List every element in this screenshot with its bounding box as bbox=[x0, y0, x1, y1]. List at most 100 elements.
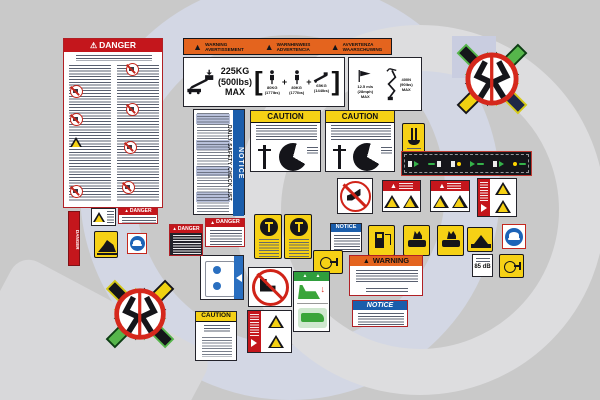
occ2-kg: 80KG bbox=[291, 84, 302, 90]
control-glyph-cell bbox=[509, 153, 530, 174]
pointer-icon bbox=[251, 339, 257, 347]
hazard-header: ▲ bbox=[431, 181, 469, 191]
warning-strip-line2: ADVERTENCIA bbox=[276, 46, 310, 52]
small-warning-decal: ▲ WARNING bbox=[349, 255, 423, 296]
occ1-lbs: (177lbs) bbox=[264, 89, 280, 95]
anchor-point-icon bbox=[213, 282, 221, 290]
crush-zigzag-icon bbox=[489, 60, 511, 99]
lanyard-anchor-decal bbox=[499, 254, 524, 278]
notice-decal: NOTICE bbox=[352, 300, 408, 327]
small-notice-decal: NOTICE bbox=[330, 223, 362, 252]
danger-text-column-right bbox=[117, 65, 159, 201]
pinch-hook-icon bbox=[408, 140, 420, 145]
wind-flag-icon bbox=[358, 70, 371, 82]
blue-side-band bbox=[234, 256, 243, 299]
post-arm bbox=[333, 149, 346, 151]
notice-text-lines bbox=[358, 313, 404, 325]
post-icon bbox=[263, 145, 266, 169]
vertical-danger-decal: DANGER bbox=[68, 211, 80, 266]
occupant-1: 80KG (177lbs) bbox=[264, 69, 280, 95]
triangle-icon: ▲ bbox=[315, 273, 321, 279]
prohibition-icon bbox=[124, 141, 137, 154]
boom-lift-icon bbox=[187, 69, 214, 95]
prohibition-icon bbox=[339, 180, 371, 212]
prohibition-icon bbox=[70, 185, 83, 198]
note-text-lines bbox=[107, 211, 114, 223]
anchor-ring-icon bbox=[320, 257, 332, 269]
control-glyph-cell bbox=[424, 153, 445, 174]
notice-header: NOTICE bbox=[331, 224, 361, 232]
occ2-lbs: (177lbs) bbox=[289, 89, 305, 95]
warning-title: WARNING bbox=[372, 256, 410, 266]
danger-title: DANGER bbox=[129, 208, 152, 214]
checklist-title: DAILY SAFETY CHECK LIST bbox=[226, 124, 232, 202]
prohibition-icon bbox=[70, 85, 83, 98]
caution-swing-decal: CAUTION bbox=[250, 110, 321, 172]
crush-warning-arrows-decal bbox=[456, 43, 528, 115]
tools-icon bbox=[314, 72, 329, 83]
anchor-bar-icon bbox=[514, 265, 521, 267]
anchor-point-icon bbox=[213, 266, 221, 274]
caution-note-lines bbox=[381, 147, 392, 155]
tip-over-icon bbox=[98, 240, 116, 252]
tie-down-glyph-rows bbox=[259, 239, 279, 257]
prohibition-icon bbox=[70, 113, 83, 126]
notice-text-lines bbox=[334, 235, 360, 250]
small-danger-decal: ▲ DANGER bbox=[118, 207, 158, 224]
capacity-load: 225KG bbox=[220, 66, 250, 77]
danger-title: DANGER bbox=[216, 219, 240, 226]
tip-over-decal bbox=[94, 231, 118, 258]
notice-header: NOTICE bbox=[353, 301, 407, 310]
warning-strip-panel: ▲ WARNING AVERTISSEMENT bbox=[184, 39, 253, 54]
occupant-2: 80KG (177lbs) bbox=[289, 69, 305, 95]
force-n: 400N bbox=[401, 76, 412, 82]
danger-text-lines bbox=[210, 230, 242, 245]
tools-kg: 65KG bbox=[316, 83, 327, 88]
capacity-max: MAX bbox=[225, 87, 245, 98]
warning-strip-line1: WARNING bbox=[205, 41, 228, 47]
noise-level-decal: 85 dB bbox=[472, 254, 493, 277]
fuel-pump-icon bbox=[375, 232, 384, 248]
triangle-note-decal bbox=[91, 208, 116, 226]
caution-note-lines bbox=[307, 147, 318, 155]
crush-warning-arrows-decal bbox=[105, 279, 175, 349]
small-danger-decal: ▲ DANGER bbox=[205, 218, 245, 247]
danger-header: ⚠ DANGER bbox=[64, 39, 162, 52]
crush-zigzag-icon bbox=[473, 60, 495, 99]
occ1-kg: 80KG bbox=[267, 84, 278, 90]
hazard-header: ▲ bbox=[383, 181, 420, 191]
warning-triangle-icon: ▲ bbox=[362, 257, 370, 265]
hand-icon bbox=[413, 231, 422, 239]
tie-down-decal bbox=[254, 214, 282, 259]
person-icon bbox=[270, 69, 275, 84]
anchor-bar-icon bbox=[330, 261, 338, 263]
control-panel-strip-decal bbox=[401, 151, 532, 176]
lanyard-anchor-decal bbox=[313, 250, 343, 274]
platform-capacity-decal: 225KG (500lbs) MAX [ 80KG (177lbs) + 80K… bbox=[183, 57, 345, 107]
hazard-triangles-decal: ▲ bbox=[430, 180, 470, 212]
warning-triangle-icon bbox=[432, 195, 449, 208]
danger-title: DANGER bbox=[99, 40, 136, 51]
red-side-band bbox=[478, 179, 490, 216]
swing-radius-icon bbox=[279, 143, 307, 171]
hard-hat-icon bbox=[129, 236, 145, 251]
capacity-text: 225KG (500lbs) MAX bbox=[218, 66, 252, 97]
caution-header: CAUTION bbox=[196, 312, 236, 322]
danger-title: DANGER bbox=[177, 225, 200, 232]
warning-strip-line2: AVERTISSEMENT bbox=[205, 46, 244, 52]
red-side-band bbox=[248, 311, 261, 352]
pinch-text-lines bbox=[407, 148, 421, 151]
warning-triangle-icon bbox=[451, 195, 468, 208]
warning-triangle-icon: ▲ bbox=[438, 182, 446, 190]
plus-sign: + bbox=[281, 77, 288, 87]
tools-lbs: (144lbs) bbox=[313, 88, 330, 93]
hard-hat-decal bbox=[502, 224, 526, 249]
control-glyph-cell bbox=[445, 153, 466, 174]
warning-strip-panel: ▲ WARNHINWEIS ADVERTENCIA bbox=[253, 39, 322, 54]
danger-text-lines bbox=[173, 235, 201, 254]
capacity-load-lbs: (500lbs) bbox=[218, 76, 253, 87]
warning-triangle-icon: ▲ bbox=[124, 208, 129, 214]
daily-safety-checklist-decal: DAILY SAFETY CHECK LIST NOTICE bbox=[193, 109, 245, 216]
base-icon bbox=[471, 244, 491, 248]
control-glyph-cell bbox=[467, 153, 488, 174]
